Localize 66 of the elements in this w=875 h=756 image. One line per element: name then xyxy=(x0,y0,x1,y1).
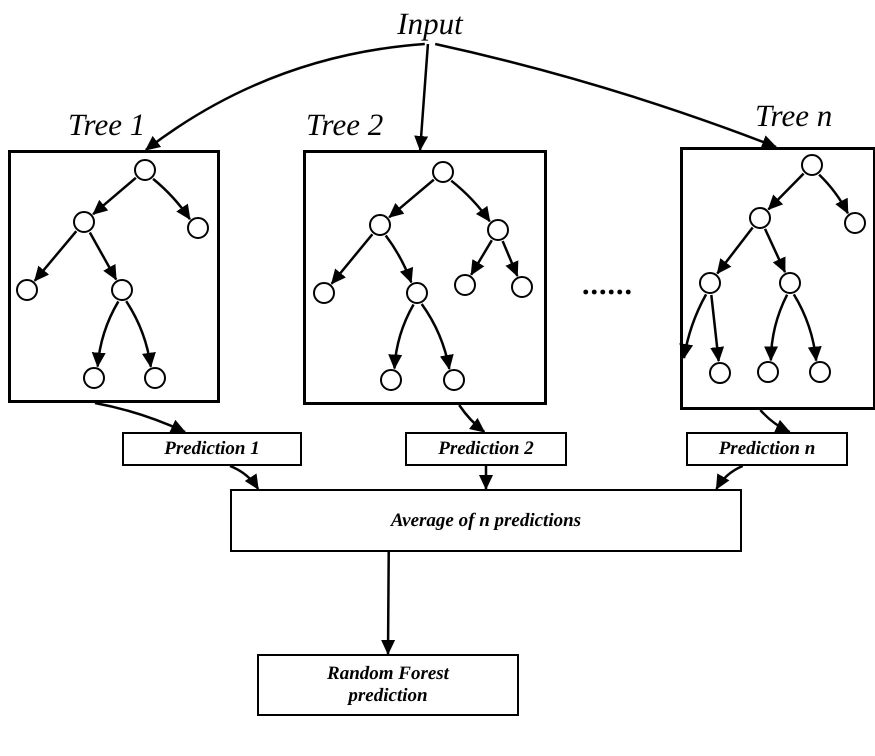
tree-node-circle xyxy=(443,369,465,391)
arrow xyxy=(434,42,777,149)
arrow xyxy=(458,404,486,433)
arrow xyxy=(230,464,260,490)
arrow xyxy=(479,466,493,490)
process-box: Random Forest prediction xyxy=(257,654,519,716)
tree-node-circle xyxy=(73,211,95,233)
tree-label: Tree 2 xyxy=(306,107,384,143)
tree-node-circle xyxy=(809,361,831,383)
arrow xyxy=(34,230,78,282)
tree-node-circle xyxy=(111,279,133,301)
arrow xyxy=(414,44,430,151)
tree-node-circle xyxy=(369,214,391,236)
tree-node-circle xyxy=(432,161,454,183)
arrow xyxy=(792,294,822,362)
arrow xyxy=(125,300,156,368)
arrow xyxy=(502,240,518,277)
tree-node-circle xyxy=(406,282,428,304)
arrow xyxy=(388,178,435,218)
arrow xyxy=(381,552,396,655)
tree-label: Tree 1 xyxy=(68,107,146,143)
tree-node-circle xyxy=(801,154,823,176)
arrow xyxy=(759,409,791,434)
arrow xyxy=(330,233,374,285)
arrow xyxy=(764,294,788,362)
arrow xyxy=(716,226,754,274)
arrow xyxy=(715,464,744,490)
arrow xyxy=(94,402,186,434)
tree-node-circle xyxy=(709,362,731,384)
arrow xyxy=(470,240,493,276)
tree-node-circle xyxy=(144,367,166,389)
process-box: Average of n predictions xyxy=(230,489,742,552)
tree-node-circle xyxy=(16,279,38,301)
tree-node-circle xyxy=(749,207,771,229)
tree-node-circle xyxy=(380,369,402,391)
arrow xyxy=(768,172,804,210)
ellipsis-label: ...... xyxy=(582,268,633,302)
tree-node-circle xyxy=(844,212,866,234)
arrow xyxy=(388,304,415,370)
arrow xyxy=(450,180,491,222)
tree-node-circle xyxy=(487,219,509,241)
tree-node-circle xyxy=(454,274,476,296)
arrow xyxy=(92,176,137,216)
tree-node-circle xyxy=(511,276,533,298)
tree-node-circle xyxy=(83,367,105,389)
tree-label: Tree n xyxy=(755,98,832,134)
input-label: Input xyxy=(378,4,482,44)
arrow xyxy=(764,228,786,273)
tree-node-circle xyxy=(187,217,209,239)
tree-node-circle xyxy=(134,159,156,181)
arrow xyxy=(818,174,849,214)
arrow xyxy=(420,303,454,370)
arrow xyxy=(384,234,413,284)
tree-node-circle xyxy=(757,361,779,383)
arrow xyxy=(88,232,118,280)
arrow xyxy=(145,42,425,151)
arrow xyxy=(710,294,724,362)
arrow xyxy=(680,294,708,359)
process-box: Prediction 1 xyxy=(122,432,302,466)
arrow xyxy=(152,178,191,220)
arrow xyxy=(92,300,120,368)
process-box: Prediction n xyxy=(686,432,848,466)
tree-node-circle xyxy=(313,282,335,304)
tree-node-circle xyxy=(699,272,721,294)
tree-node-circle xyxy=(779,272,801,294)
process-box: Prediction 2 xyxy=(405,432,567,466)
